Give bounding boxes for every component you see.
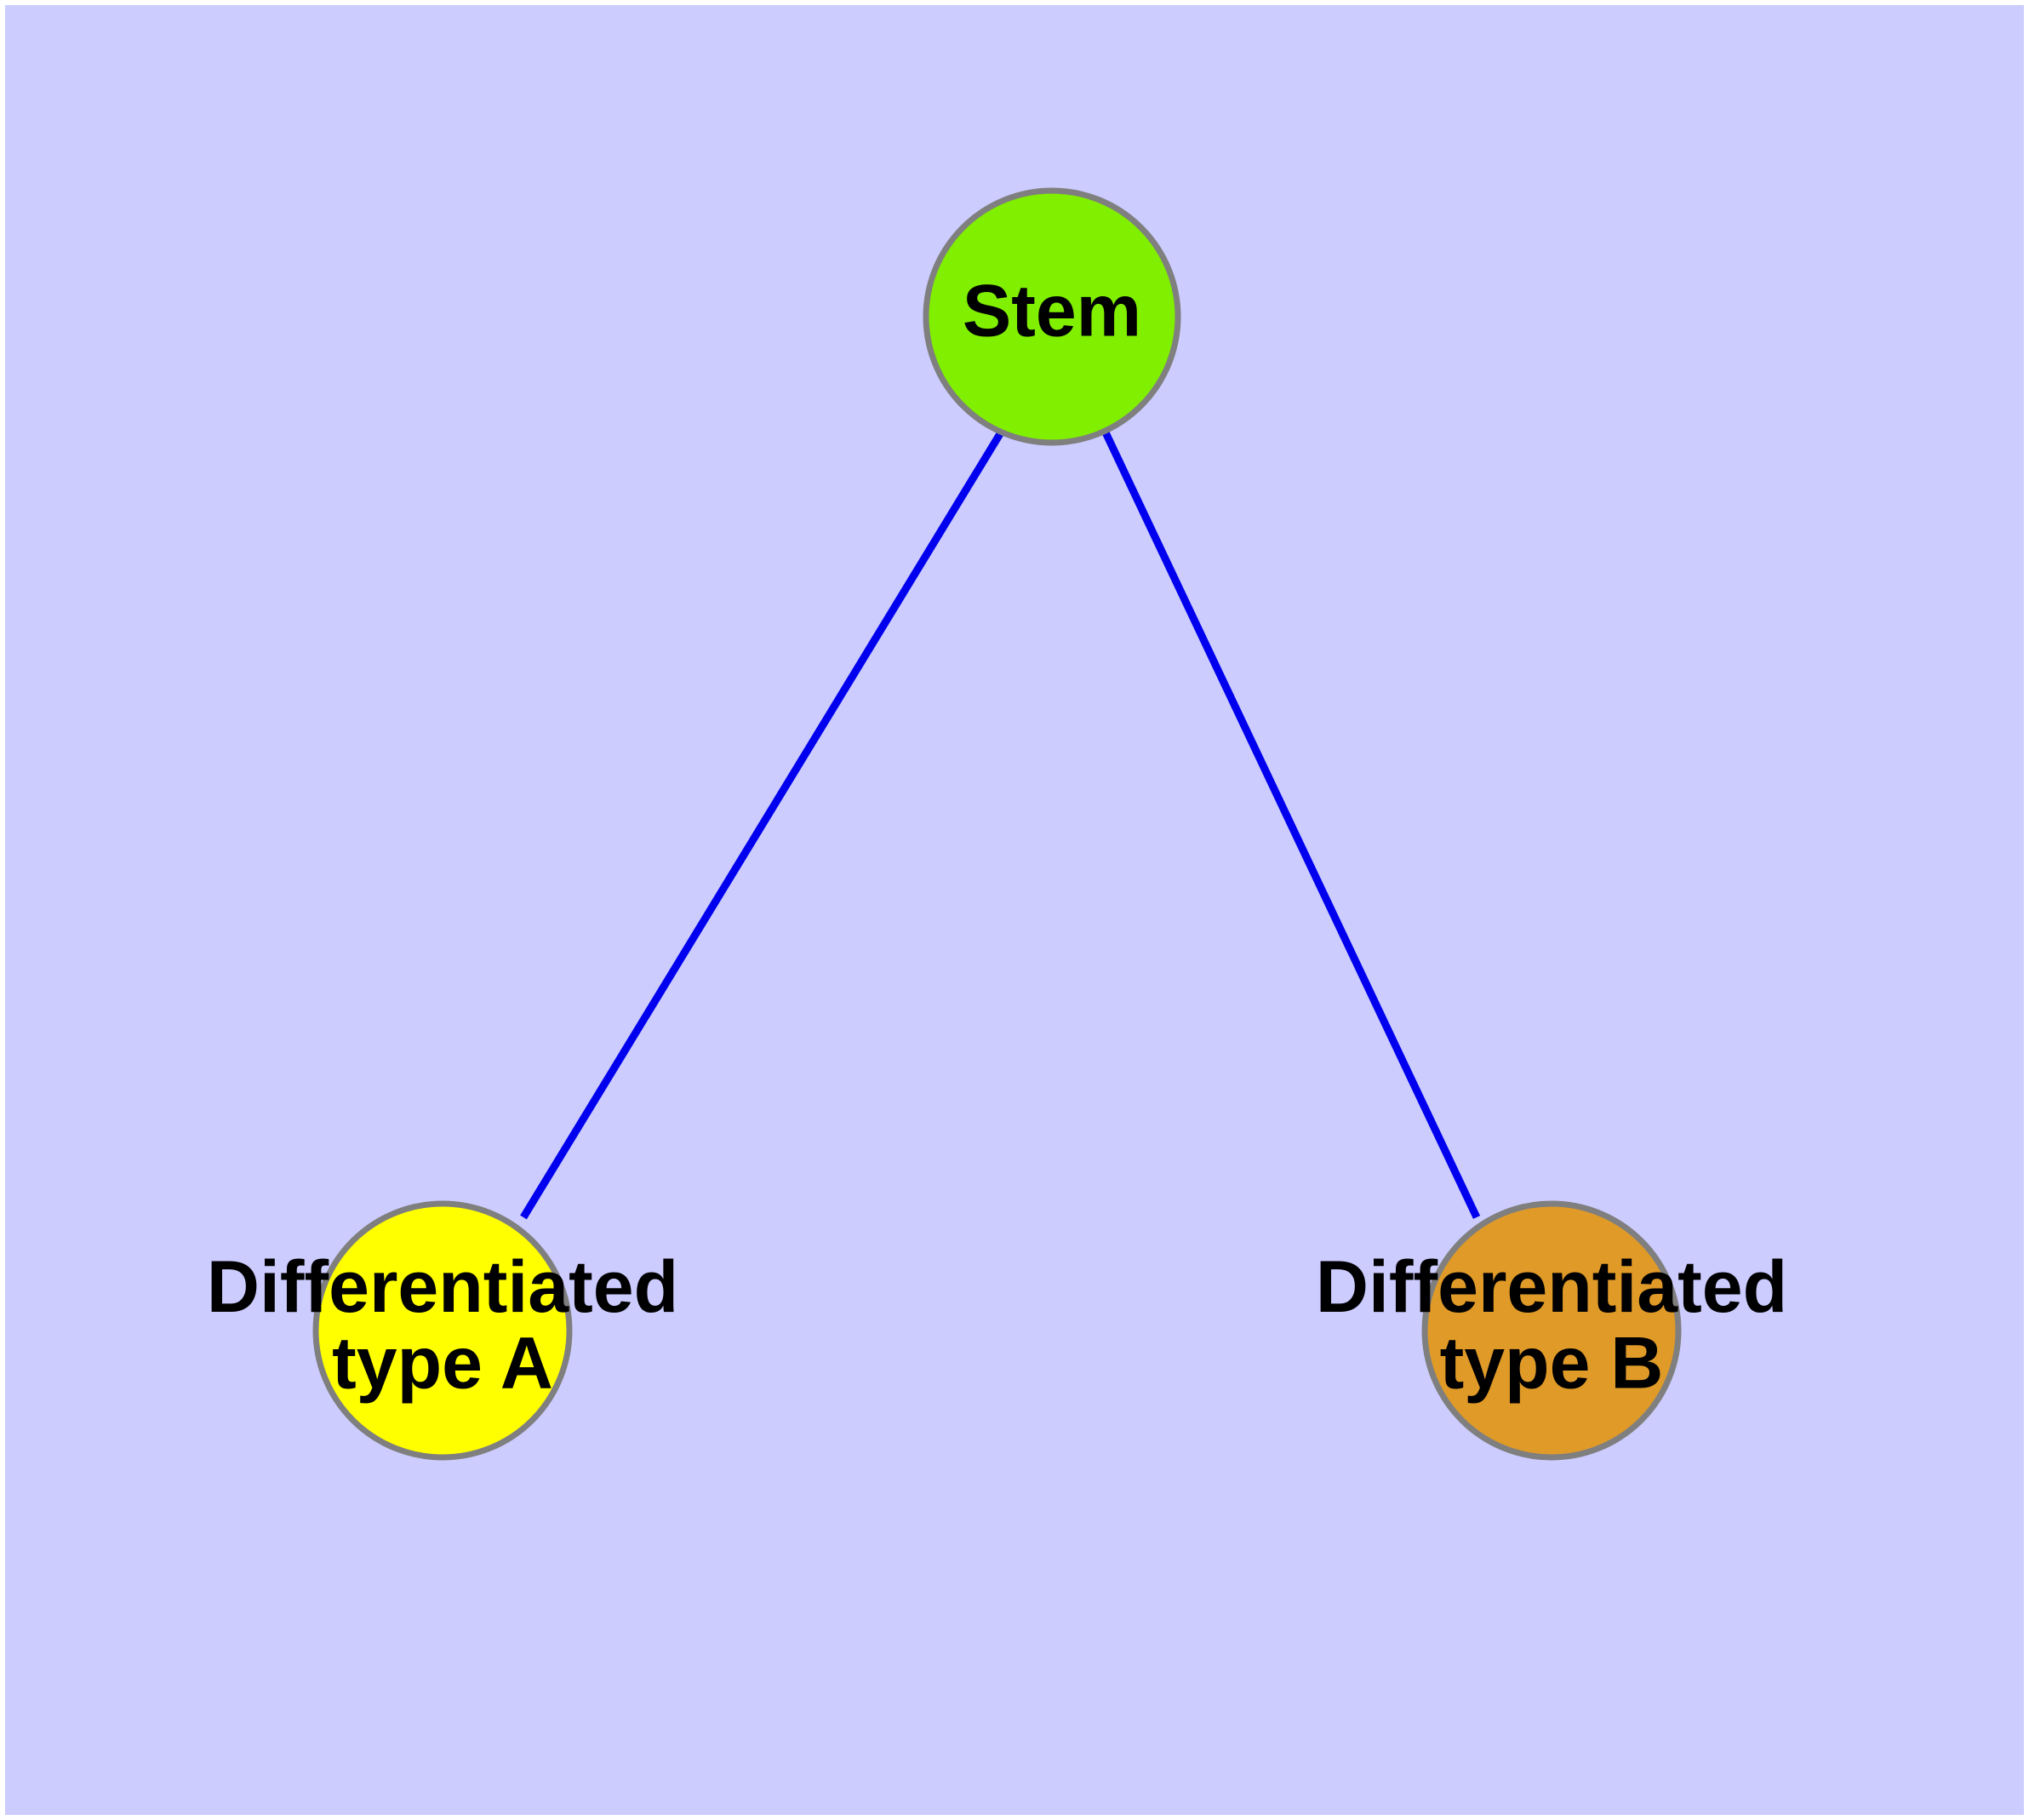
node-differentiated-type-a[interactable] <box>312 1200 573 1461</box>
node-differentiated-type-a-circle[interactable] <box>312 1200 573 1461</box>
node-stem-circle[interactable] <box>923 187 1181 446</box>
node-differentiated-type-b-circle[interactable] <box>1421 1200 1682 1461</box>
node-stem[interactable] <box>923 187 1181 446</box>
nodes-layer <box>312 187 1682 1461</box>
node-differentiated-type-b[interactable] <box>1421 1200 1682 1461</box>
